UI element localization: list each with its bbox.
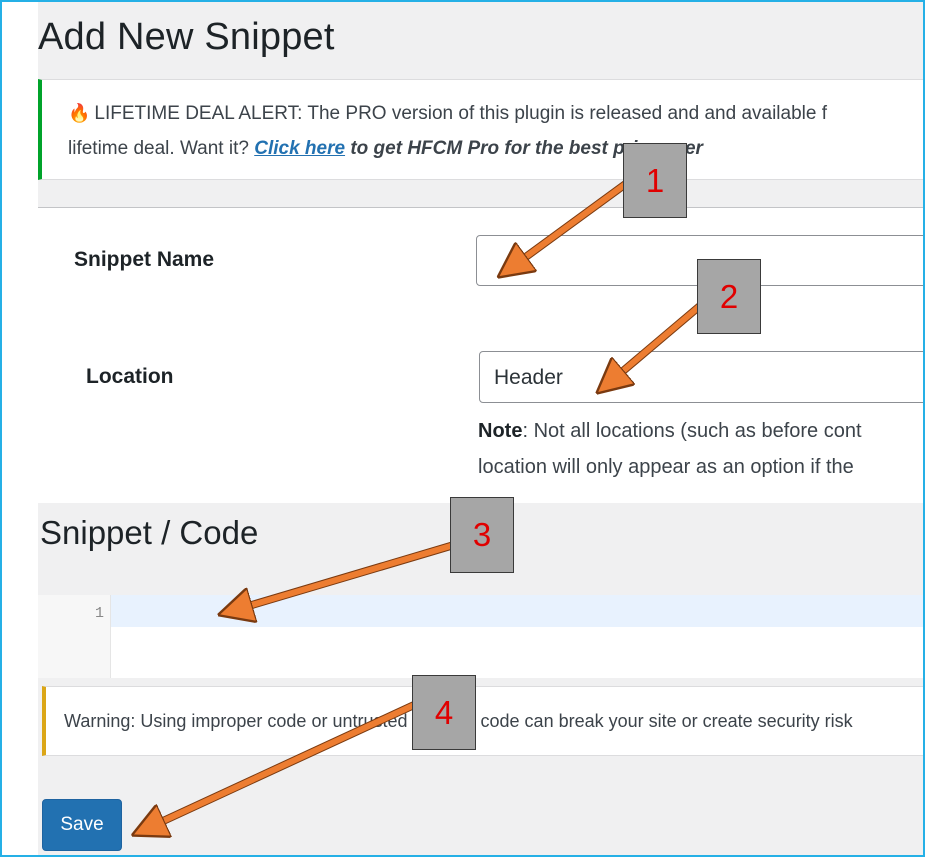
location-select[interactable]: Header [479,351,923,403]
line-number: 1 [94,605,104,622]
code-editor[interactable]: 1 [38,595,923,678]
location-label: Location [86,365,174,388]
notice-text-line1: LIFETIME DEAL ALERT: The PRO version of … [94,103,828,124]
fire-icon: 🔥 [68,103,91,123]
notice-text-suffix: to get HFCM Pro for the best price ever [350,138,703,159]
marker-2: 2 [697,259,761,334]
notice-text-prefix: lifetime deal. Want it? [68,138,249,159]
save-button[interactable]: Save [42,799,122,851]
lifetime-deal-notice: 🔥LIFETIME DEAL ALERT: The PRO version of… [38,79,923,180]
editor-gutter: 1 [38,595,111,678]
marker-3: 3 [450,497,514,573]
security-warning-notice: Warning: Using improper code or untruste… [42,686,923,756]
marker-4: 4 [412,675,476,750]
page-title: Add New Snippet [38,16,335,58]
location-note-line1: Note: Not all locations (such as before … [478,420,862,443]
code-section-title: Snippet / Code [40,514,259,551]
marker-1: 1 [623,143,687,218]
location-note-line2: location will only appear as an option i… [478,456,854,478]
note-label: Note [478,420,523,442]
click-here-link[interactable]: Click here [254,138,346,159]
editor-active-line[interactable] [111,595,923,627]
snippet-name-label: Snippet Name [74,248,215,271]
note-text-line1: : Not all locations (such as before cont [522,420,862,442]
